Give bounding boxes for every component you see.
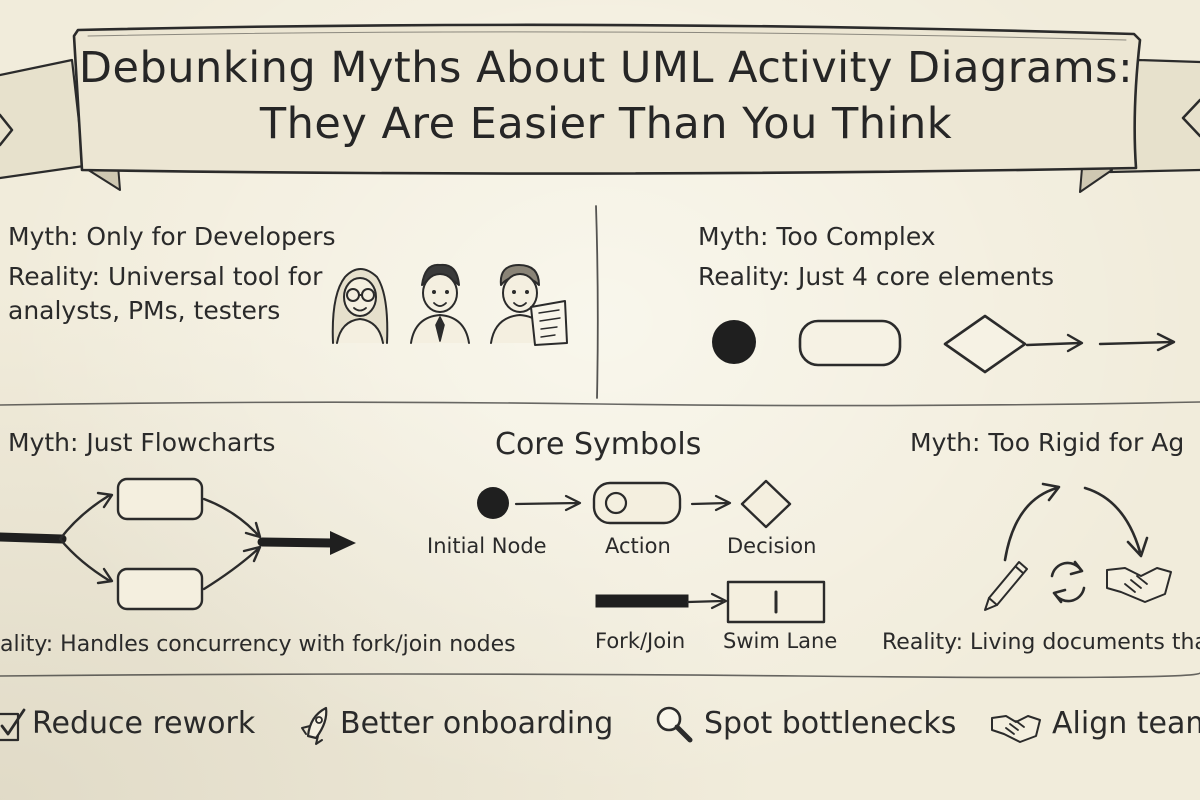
action-shape-icon (116, 477, 204, 521)
refresh-icon (1050, 560, 1086, 604)
initial-node-icon (477, 487, 509, 519)
handshake-icon (1106, 567, 1172, 603)
title-banner (0, 23, 1200, 193)
label-swim-lane: Swim Lane (723, 629, 838, 653)
benefit-better-onboarding: Better onboarding (340, 706, 614, 741)
reality-agile: Reality: Living documents that (882, 630, 1200, 655)
label-decision: Decision (727, 534, 817, 558)
core-elements-row (712, 314, 1176, 374)
analyst-avatar-icon (331, 268, 389, 344)
banner-title: Debunking Myths About UML Activity Diagr… (76, 40, 1136, 152)
label-fork-join: Fork/Join (595, 629, 686, 653)
action-shape-icon (116, 567, 204, 611)
action-shape-icon (798, 319, 902, 367)
myth-developers-heading: Myth: Only for Developers (8, 222, 336, 251)
tester-avatar-icon (490, 264, 568, 346)
arrow-icon (1098, 332, 1176, 352)
title-line-1: Debunking Myths About UML Activity Diagr… (78, 43, 1134, 93)
initial-node-icon (712, 320, 756, 364)
myth-agile-heading: Myth: Too Rigid for Ag (910, 428, 1185, 457)
benefit-spot-bottlenecks: Spot bottlenecks (704, 706, 957, 741)
concurrency-flow-diagram (0, 477, 356, 611)
agile-cycle-diagram (984, 482, 1172, 611)
benefit-reduce-rework: Reduce rework (32, 706, 256, 741)
reality-flowcharts: ality: Handles concurrency with fork/joi… (0, 632, 516, 657)
title-line-2: They Are Easier Than You Think (259, 99, 953, 149)
core-symbols-diagram (477, 479, 826, 624)
label-initial-node: Initial Node (427, 534, 547, 558)
benefit-magnifier-icon (656, 706, 693, 743)
myth-flowcharts-heading: Myth: Just Flowcharts (8, 428, 276, 457)
reality-developers-line2: analysts, PMs, testers (8, 296, 281, 325)
label-action: Action (605, 534, 671, 558)
arrow-icon (1025, 333, 1084, 353)
myth-complex-heading: Myth: Too Complex (698, 222, 936, 251)
benefit-checkbox-icon (0, 708, 26, 742)
pencil-icon (984, 561, 1028, 611)
benefit-align-team: Align team (1052, 706, 1200, 741)
benefit-rocket-icon (301, 706, 328, 745)
reality-complex: Reality: Just 4 core elements (698, 262, 1055, 291)
decision-shape-icon (740, 479, 792, 529)
reality-developers-line1: Reality: Universal tool for (8, 262, 323, 291)
decision-shape-icon (943, 314, 1027, 374)
pm-avatar-icon (410, 263, 470, 344)
benefit-handshake-icon (991, 715, 1041, 743)
core-symbols-title: Core Symbols (495, 427, 702, 462)
